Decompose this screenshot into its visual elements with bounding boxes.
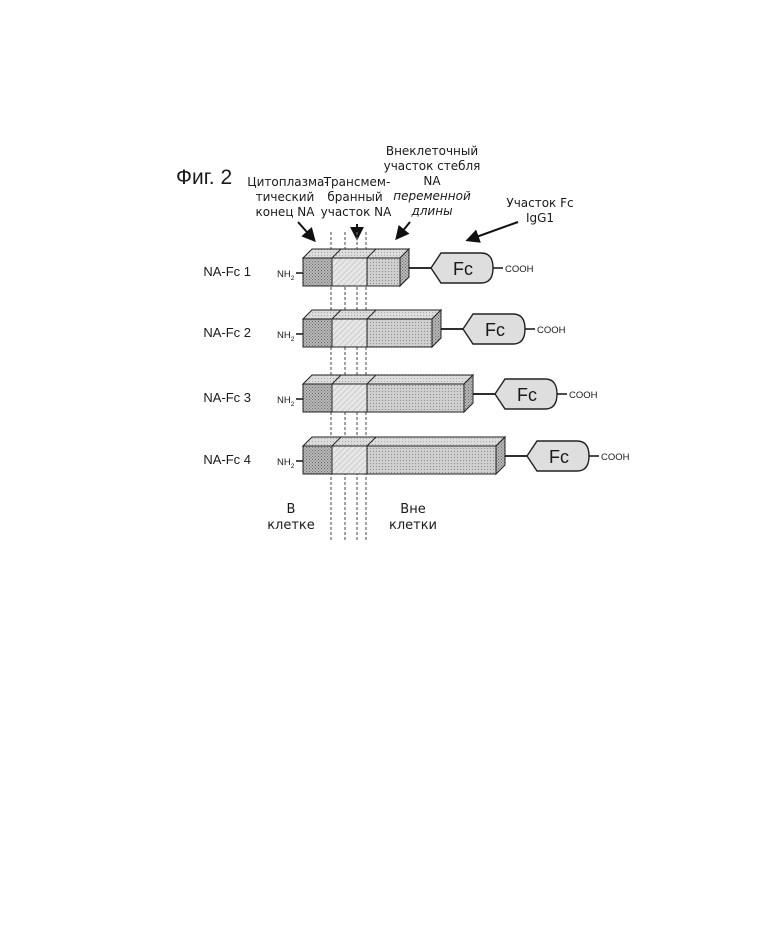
cytoplasmic-annotation: Цитоплазма- тический конец NA: [247, 175, 328, 219]
cytoplasmic-segment: [303, 384, 332, 412]
svg-text:Трансмем-: Трансмем-: [323, 175, 391, 189]
svg-text:NA: NA: [423, 174, 441, 188]
construct-top-face: [303, 249, 409, 258]
construct-label: NA-Fc 4: [203, 452, 251, 467]
n-terminus-label: NH2: [277, 395, 295, 408]
fc-label: Fc: [485, 320, 505, 340]
construct-row: NA-Fc 4 NH2 Fc COOH: [203, 437, 629, 474]
svg-text:длины: длины: [410, 204, 452, 218]
inside-cell-label: В клетке: [267, 502, 315, 533]
svg-text:участок стебля: участок стебля: [384, 159, 481, 173]
n-terminus-label: NH2: [277, 330, 295, 343]
c-terminus-label: COOH: [601, 452, 630, 463]
c-terminus-label: COOH: [537, 325, 566, 336]
svg-text:В: В: [287, 502, 296, 517]
c-terminus-label: COOH: [569, 390, 598, 401]
stalk-annotation: Внеклеточный участок стебля NA переменно…: [384, 144, 481, 218]
constructs: NA-Fc 1NH2FcCOOHNA-Fc 2NH2FcCOOHNA-Fc 3N…: [203, 249, 629, 474]
construct-label: NA-Fc 1: [203, 264, 251, 279]
construct-row: NA-Fc 1 NH2 Fc COOH: [203, 249, 533, 286]
construct-label: NA-Fc 3: [203, 390, 251, 405]
svg-text:конец NA: конец NA: [256, 205, 316, 219]
construct-row: NA-Fc 3 NH2 Fc COOH: [203, 375, 597, 412]
outside-cell-label: Вне клетки: [389, 502, 437, 533]
n-terminus-label: NH2: [277, 269, 295, 282]
cytoplasmic-arrow: [298, 222, 314, 240]
svg-text:Вне: Вне: [400, 502, 425, 517]
stalk-segment: [367, 446, 496, 474]
stalk-segment: [367, 384, 464, 412]
transmembrane-annotation: Трансмем- бранный участок NA: [321, 175, 393, 219]
transmembrane-segment: [332, 446, 367, 474]
construct-row: NA-Fc 2 NH2 Fc COOH: [203, 310, 565, 347]
fc-arrow: [468, 222, 518, 240]
svg-text:бранный: бранный: [327, 190, 382, 204]
c-terminus-label: COOH: [505, 264, 534, 275]
fc-label: Fc: [517, 385, 537, 405]
construct-label: NA-Fc 2: [203, 325, 251, 340]
svg-text:Внеклеточный: Внеклеточный: [386, 144, 478, 158]
svg-text:клетке: клетке: [267, 518, 315, 533]
stalk-arrow: [397, 222, 410, 238]
stalk-segment: [367, 319, 432, 347]
svg-text:Цитоплазма-: Цитоплазма-: [247, 175, 328, 189]
fc-label: Fc: [549, 447, 569, 467]
cytoplasmic-segment: [303, 258, 332, 286]
svg-text:участок NA: участок NA: [321, 205, 393, 219]
svg-text:клетки: клетки: [389, 518, 437, 533]
figure-title: Фиг. 2: [176, 166, 232, 189]
construct-top-face: [303, 375, 473, 384]
fc-region-annotation: Участок Fc IgG1: [506, 196, 573, 225]
transmembrane-segment: [332, 258, 367, 286]
n-terminus-label: NH2: [277, 457, 295, 470]
cytoplasmic-segment: [303, 319, 332, 347]
svg-text:IgG1: IgG1: [526, 211, 554, 225]
cytoplasmic-segment: [303, 446, 332, 474]
transmembrane-segment: [332, 384, 367, 412]
stalk-segment: [367, 258, 400, 286]
fc-label: Fc: [453, 259, 473, 279]
svg-text:Участок Fc: Участок Fc: [506, 196, 573, 210]
svg-text:тический: тический: [256, 190, 315, 204]
transmembrane-segment: [332, 319, 367, 347]
svg-text:переменной: переменной: [393, 189, 471, 203]
